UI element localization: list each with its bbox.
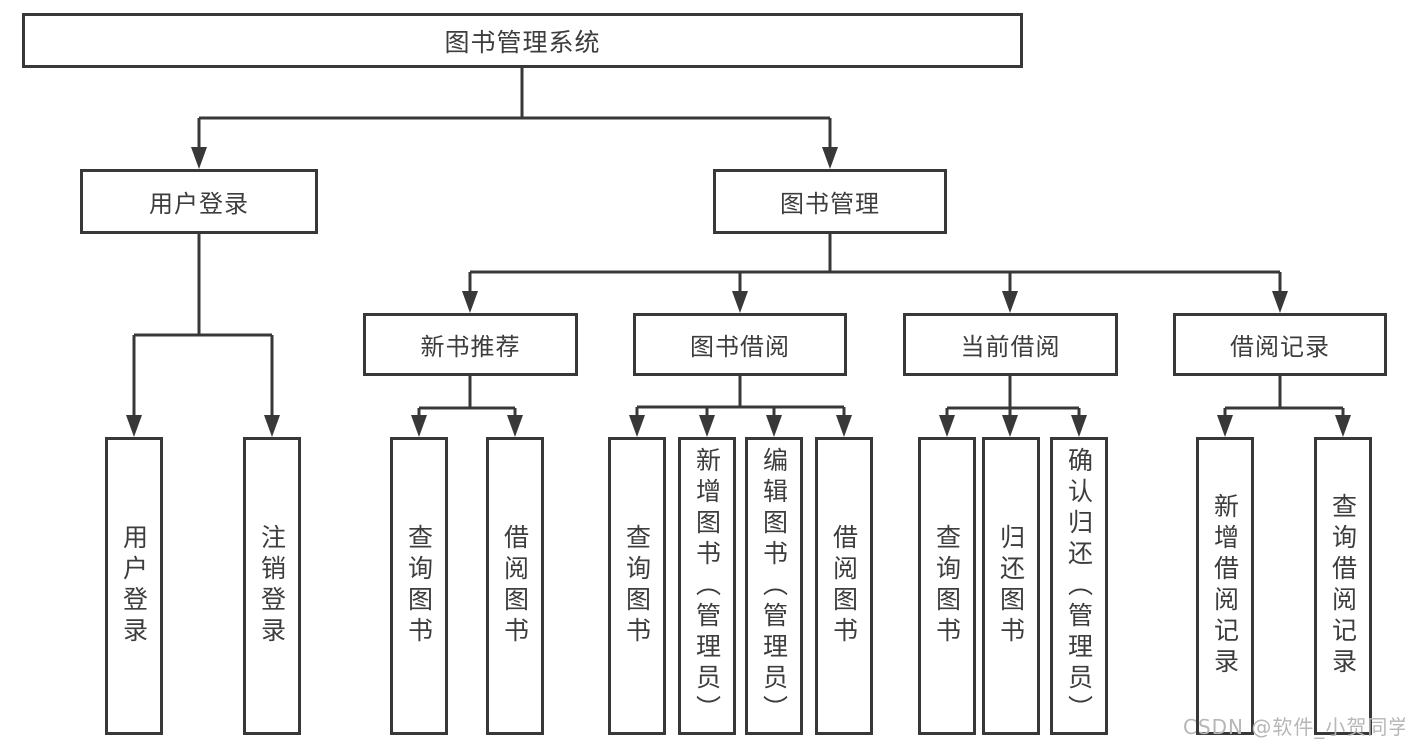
leaf-logout: 注销登录	[243, 437, 301, 735]
leaf-borrow-books-newbook: 借阅图书	[486, 437, 544, 735]
node-label: 编辑图书（管理员）	[759, 446, 789, 726]
leaf-user-login: 用户登录	[105, 437, 163, 735]
node-book-borrowing: 图书借阅	[633, 313, 847, 376]
node-label: 注销登录	[257, 524, 287, 648]
node-label: 新增借阅记录	[1210, 493, 1240, 679]
node-label: 查询图书	[932, 524, 962, 648]
leaf-query-books-current: 查询图书	[918, 437, 976, 735]
node-label: 新书推荐	[420, 333, 521, 361]
node-library-management-system: 图书管理系统	[22, 13, 1023, 68]
node-label: 用户登录	[149, 190, 249, 218]
leaf-query-books-newbook: 查询图书	[390, 437, 448, 735]
node-label: 新增图书（管理员）	[692, 446, 722, 726]
node-user-login: 用户登录	[80, 169, 318, 234]
leaf-confirm-return-admin: 确认归还（管理员）	[1050, 437, 1108, 735]
leaf-add-books-admin: 新增图书（管理员）	[678, 437, 736, 735]
node-label: 借阅记录	[1230, 333, 1330, 361]
leaf-return-books: 归还图书	[982, 437, 1040, 735]
leaf-borrow-books-borrowing: 借阅图书	[815, 437, 873, 735]
node-label: 图书管理系统	[444, 27, 601, 57]
node-label: 当前借阅	[960, 333, 1061, 361]
node-label: 确认归还（管理员）	[1064, 446, 1094, 726]
leaf-query-borrow-record: 查询借阅记录	[1314, 437, 1372, 735]
node-book-management: 图书管理	[713, 169, 947, 234]
node-label: 借阅图书	[829, 524, 859, 648]
node-label: 归还图书	[996, 524, 1026, 648]
node-label: 用户登录	[119, 524, 149, 648]
node-new-book-recommendation: 新书推荐	[363, 313, 578, 376]
node-label: 查询借阅记录	[1328, 493, 1358, 679]
node-label: 图书管理	[780, 190, 880, 218]
node-label: 查询图书	[622, 524, 652, 648]
leaf-edit-books-admin: 编辑图书（管理员）	[745, 437, 803, 735]
node-current-borrowing: 当前借阅	[903, 313, 1118, 376]
node-label: 图书借阅	[690, 333, 790, 361]
node-label: 查询图书	[404, 524, 434, 648]
leaf-add-borrow-record: 新增借阅记录	[1196, 437, 1254, 735]
leaf-query-books-borrowing: 查询图书	[608, 437, 666, 735]
csdn-watermark: CSDN @软件_小贺同学	[1183, 715, 1405, 739]
node-borrowing-records: 借阅记录	[1173, 313, 1387, 376]
node-label: 借阅图书	[500, 524, 530, 648]
